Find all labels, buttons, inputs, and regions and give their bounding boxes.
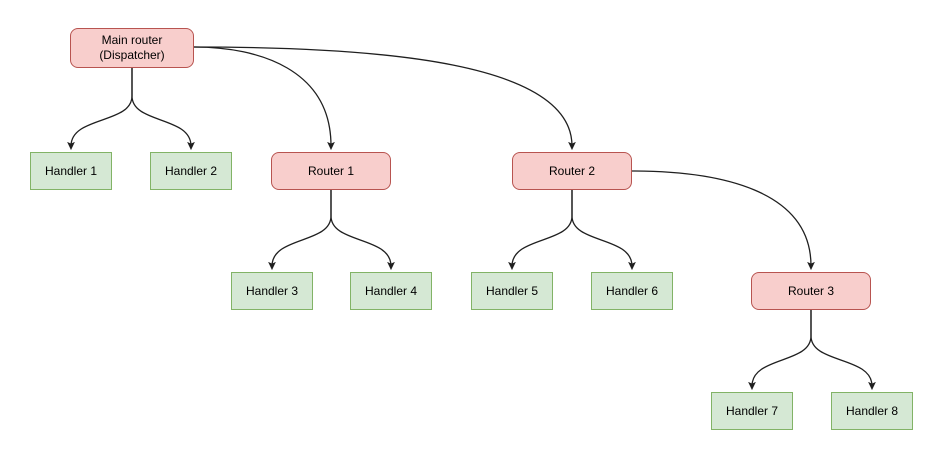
node-label-handler-7: Handler 7 (725, 403, 779, 418)
node-handler-7[interactable]: Handler 7 (711, 392, 793, 430)
edge-router-3-to-handler-7 (748, 310, 812, 391)
node-label-handler-1: Handler 1 (44, 163, 98, 178)
node-router-3[interactable]: Router 3 (751, 272, 871, 310)
node-handler-2[interactable]: Handler 2 (150, 152, 232, 190)
edge-router-1-to-handler-3 (268, 190, 332, 271)
edge-main-to-router-2 (193, 46, 576, 151)
connector-group (67, 46, 876, 391)
edge-main-to-router-1 (193, 46, 335, 151)
edge-router-2-to-router-3 (631, 170, 815, 271)
node-label-router-3: Router 3 (787, 283, 835, 298)
edge-router-2-to-handler-6 (571, 190, 636, 271)
edge-router-1-to-handler-4 (330, 190, 395, 271)
node-handler-4[interactable]: Handler 4 (350, 272, 432, 310)
node-handler-5[interactable]: Handler 5 (471, 272, 553, 310)
node-label-handler-3: Handler 3 (245, 283, 299, 298)
node-main-router[interactable]: Main router (Dispatcher) (70, 28, 194, 68)
node-handler-6[interactable]: Handler 6 (591, 272, 673, 310)
node-label-router-1: Router 1 (307, 163, 355, 178)
edge-main-to-handler-1 (67, 68, 133, 151)
node-router-2[interactable]: Router 2 (512, 152, 632, 190)
node-label-router-2: Router 2 (548, 163, 596, 178)
node-handler-8[interactable]: Handler 8 (831, 392, 913, 430)
node-label-main-router: Main router (Dispatcher) (99, 33, 165, 62)
node-label-handler-5: Handler 5 (485, 283, 539, 298)
edge-router-3-to-handler-8 (810, 310, 876, 391)
node-label-handler-8: Handler 8 (845, 403, 899, 418)
node-router-1[interactable]: Router 1 (271, 152, 391, 190)
node-handler-1[interactable]: Handler 1 (30, 152, 112, 190)
node-handler-3[interactable]: Handler 3 (231, 272, 313, 310)
node-label-handler-2: Handler 2 (164, 163, 218, 178)
edge-main-to-handler-2 (131, 68, 195, 151)
node-label-handler-4: Handler 4 (364, 283, 418, 298)
edge-router-2-to-handler-5 (508, 190, 573, 271)
node-label-handler-6: Handler 6 (605, 283, 659, 298)
